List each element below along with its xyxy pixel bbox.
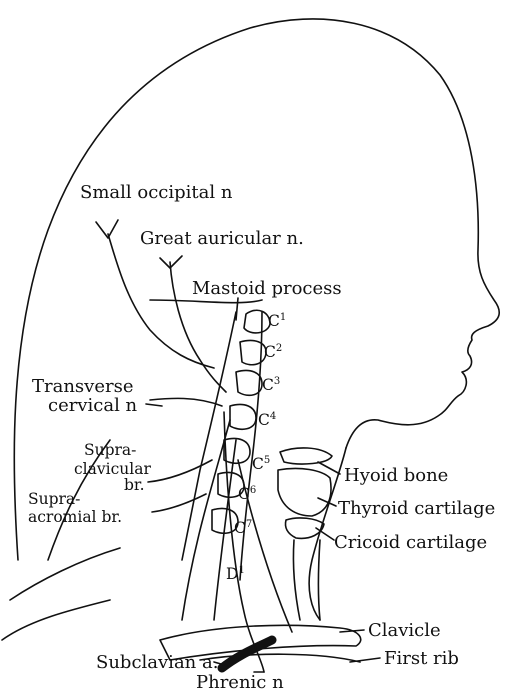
vertebra-letter: C	[252, 455, 264, 473]
label-hyoid-bone: Hyoid bone	[344, 467, 448, 485]
hyoid-bone-shape	[280, 448, 332, 464]
vertebra-label-c2: C2	[264, 344, 282, 361]
label-subclavian-artery: Subclavian a.	[96, 654, 218, 672]
first-rib-shape	[200, 654, 360, 662]
vertebra-label-c4: C4	[258, 412, 276, 429]
vertebra-letter: C	[262, 376, 274, 394]
label-thyroid-cartilage: Thyroid cartilage	[338, 500, 495, 518]
label-phrenic-nerve: Phrenic n	[196, 674, 284, 692]
vertebra-letter: C	[238, 485, 250, 503]
vertebra-number: 7	[246, 519, 252, 530]
transverse-cervical-nerve	[150, 398, 222, 406]
vertebra-letter: C	[268, 312, 280, 330]
vertebra-number: 4	[270, 411, 276, 422]
vertebra-c5	[224, 439, 250, 464]
label-clavicle: Clavicle	[368, 622, 441, 640]
supraacromial-branch	[152, 494, 206, 512]
vertebra-number: 2	[276, 343, 282, 354]
vertebra-c4	[230, 405, 256, 430]
label-cricoid-cartilage: Cricoid cartilage	[334, 534, 487, 552]
vertebra-number: 1	[280, 312, 286, 323]
trachea	[293, 540, 320, 620]
label-transverse-1: Transverse	[32, 378, 134, 396]
vertebra-label-c5: C5	[252, 456, 270, 473]
ear-outline	[150, 300, 262, 303]
vertebra-number: 1	[238, 565, 244, 576]
leader-clavicle	[340, 630, 364, 632]
label-supraclavicular-1: Supra-	[84, 443, 136, 459]
vertebra-number: 6	[250, 485, 256, 496]
vertebra-number: 5	[264, 455, 270, 466]
label-great-auricular: Great auricular n.	[140, 230, 304, 248]
vertebra-c1	[244, 310, 270, 333]
spine-left-edge	[182, 312, 236, 560]
label-mastoid-process: Mastoid process	[192, 280, 342, 298]
vertebra-letter: C	[264, 343, 276, 361]
vertebra-letter: C	[234, 519, 246, 537]
great-auricular-nerve-fork	[160, 256, 182, 268]
label-supraacromial-2: acromial br.	[28, 510, 122, 526]
small-occipital-nerve-fork	[96, 220, 118, 238]
label-supraclavicular-3: br.	[124, 478, 145, 494]
label-supraacromial-1: Supra-	[28, 492, 80, 508]
leader-transverse	[146, 404, 162, 406]
leader-mastoid	[236, 298, 238, 320]
thyroid-cartilage-shape	[278, 468, 331, 516]
label-transverse-2: cervical n	[48, 397, 137, 415]
vertebra-label-c6: C6	[238, 486, 256, 503]
vertebra-letter: D	[226, 565, 238, 583]
vertebra-label-c7: C7	[234, 520, 252, 537]
vertebra-letter: C	[258, 411, 270, 429]
phrenic-nerve	[224, 412, 264, 672]
vertebra-number: 3	[274, 376, 280, 387]
shoulder-line	[10, 548, 120, 600]
vertebra-label-d1: D1	[226, 566, 245, 583]
vertebra-label-c1: C1	[268, 313, 286, 330]
shoulder-line-2	[2, 600, 110, 640]
vertebra-label-c3: C3	[262, 377, 280, 394]
label-first-rib: First rib	[384, 650, 459, 668]
vertebra-c2	[240, 340, 266, 364]
label-small-occipital: Small occipital n	[80, 184, 232, 202]
